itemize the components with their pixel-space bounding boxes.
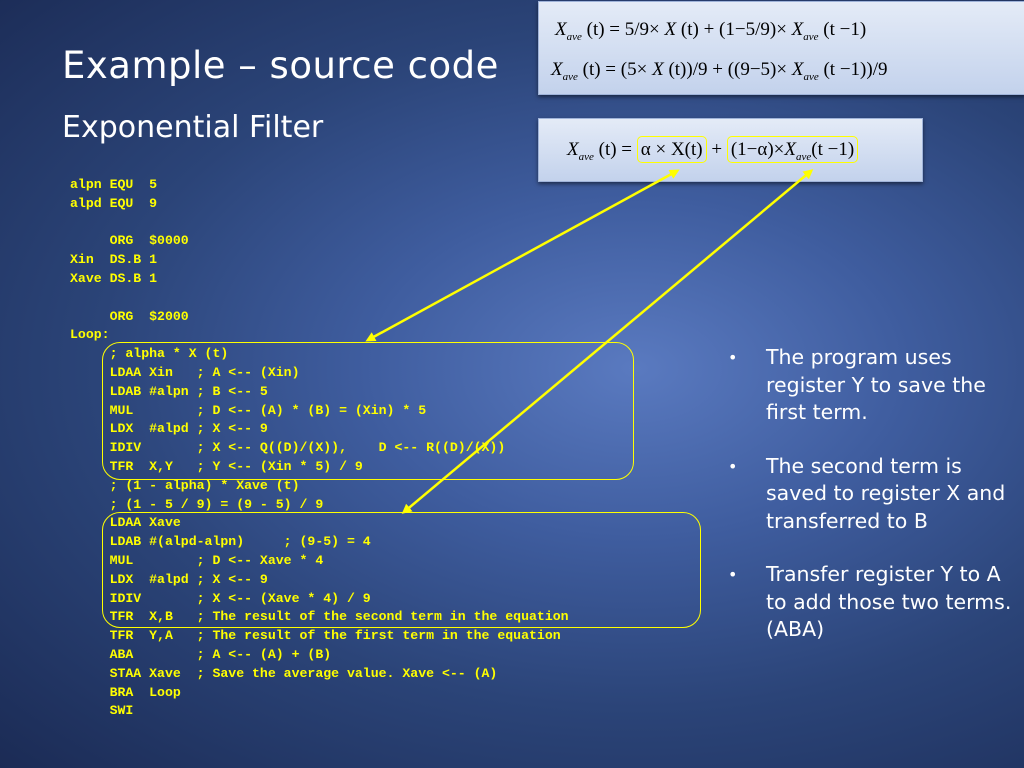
equation-box-derivation: Xave (t) = 5/9× X (t) + (1−5/9)× Xave (t… bbox=[538, 1, 1024, 95]
eq-subscript: ave bbox=[566, 30, 582, 43]
eq-text: (t −1) bbox=[811, 139, 855, 160]
eq-plus: + bbox=[711, 139, 723, 160]
eq-subscript: ave bbox=[578, 150, 594, 163]
eq-text: (t −1))/9 bbox=[823, 59, 888, 80]
code-line: LDAA Xin ; A <-- (Xin) bbox=[70, 364, 300, 380]
eq-symbol: X bbox=[551, 59, 563, 80]
eq-symbol: X bbox=[652, 59, 664, 80]
code-line: LDAB #(alpd-alpn) ; (9-5) = 4 bbox=[70, 534, 371, 550]
code-line: Xin DS.B 1 bbox=[70, 252, 158, 268]
eq-subscript: ave bbox=[803, 30, 819, 43]
bullet-item: • The program uses register Y to save the… bbox=[728, 344, 1018, 427]
bullet-item: • The second term is saved to register X … bbox=[728, 453, 1018, 536]
equation-second-term: (1−α)×Xave(t −1) bbox=[726, 136, 859, 163]
eq-symbol: X bbox=[567, 139, 579, 160]
code-line: alpn EQU 5 bbox=[70, 177, 158, 192]
eq-text: (t) = (5× bbox=[582, 59, 648, 80]
eq-symbol: X bbox=[791, 59, 804, 80]
code-line: alpd EQU 9 bbox=[70, 195, 158, 211]
code-line: ; (1 - alpha) * Xave (t) bbox=[70, 477, 300, 493]
code-line: IDIV ; X <-- (Xave * 4) / 9 bbox=[70, 590, 371, 606]
equation-line-2: Xave (t) = (5× X (t))/9 + ((9−5)× Xave (… bbox=[551, 59, 888, 83]
code-line: ABA ; A <-- (A) + (B) bbox=[70, 646, 332, 662]
second-term-code-box bbox=[102, 512, 701, 628]
slide-title: Example – source code bbox=[62, 44, 499, 87]
eq-text: (t −1) bbox=[823, 19, 867, 40]
equation-first-term: α × X(t) bbox=[636, 136, 707, 163]
code-line: STAA Xave ; Save the average value. Xave… bbox=[70, 665, 498, 681]
bullet-item: • Transfer register Y to A to add those t… bbox=[728, 561, 1018, 644]
code-line: MUL ; D <-- Xave * 4 bbox=[70, 552, 324, 568]
code-line: TFR X,B ; The result of the second term … bbox=[70, 609, 569, 625]
eq-subscript: ave bbox=[795, 150, 812, 163]
bullet-marker: • bbox=[728, 348, 738, 367]
explanation-bullets: • The program uses register Y to save the… bbox=[728, 344, 1018, 670]
code-line: SWI bbox=[70, 703, 134, 719]
code-line: ORG $0000 bbox=[70, 233, 189, 249]
eq-symbol: X bbox=[555, 19, 567, 40]
arrow-second-term bbox=[401, 169, 814, 514]
code-line: LDX #alpd ; X <-- 9 bbox=[70, 571, 268, 587]
code-line: ; (1 - 5 / 9) = (9 - 5) / 9 bbox=[70, 496, 324, 512]
eq-symbol: X bbox=[784, 139, 796, 160]
bullet-marker: • bbox=[728, 565, 738, 584]
eq-subscript: ave bbox=[803, 70, 819, 83]
bullet-text: The second term is saved to register X a… bbox=[766, 453, 1006, 533]
filter-equation: Xave (t) = α × X(t) + (1−α)×Xave(t −1) bbox=[567, 136, 859, 163]
eq-text: (1−α)× bbox=[730, 139, 785, 160]
eq-text: (t))/9 + ((9−5)× bbox=[668, 59, 788, 80]
eq-symbol: X bbox=[791, 19, 804, 40]
eq-text: (t) = 5/9× bbox=[586, 19, 660, 40]
eq-symbol: X bbox=[664, 19, 677, 40]
bullet-marker: • bbox=[728, 456, 738, 476]
code-line: BRA Loop bbox=[70, 684, 181, 700]
bullet-text: The program uses register Y to save the … bbox=[766, 345, 986, 424]
code-line: ORG $2000 bbox=[70, 308, 189, 324]
equation-line-1: Xave (t) = 5/9× X (t) + (1−5/9)× Xave (t… bbox=[555, 19, 866, 43]
eq-subscript: ave bbox=[562, 70, 578, 83]
eq-text: (t) = bbox=[598, 139, 633, 160]
code-line: LDAB #alpn ; B <-- 5 bbox=[70, 383, 268, 399]
eq-text: (t) + (1−5/9)× bbox=[680, 19, 787, 40]
code-line: Xave DS.B 1 bbox=[70, 270, 158, 286]
arrow-first-term bbox=[365, 169, 680, 342]
code-line: Loop: bbox=[70, 327, 110, 343]
code-line: LDX #alpd ; X <-- 9 bbox=[70, 421, 268, 437]
slide-subtitle: Exponential Filter bbox=[62, 110, 324, 145]
code-line: TFR Y,A ; The result of the first term i… bbox=[70, 628, 561, 644]
bullet-text: Transfer register Y to A to add those tw… bbox=[766, 562, 1012, 641]
